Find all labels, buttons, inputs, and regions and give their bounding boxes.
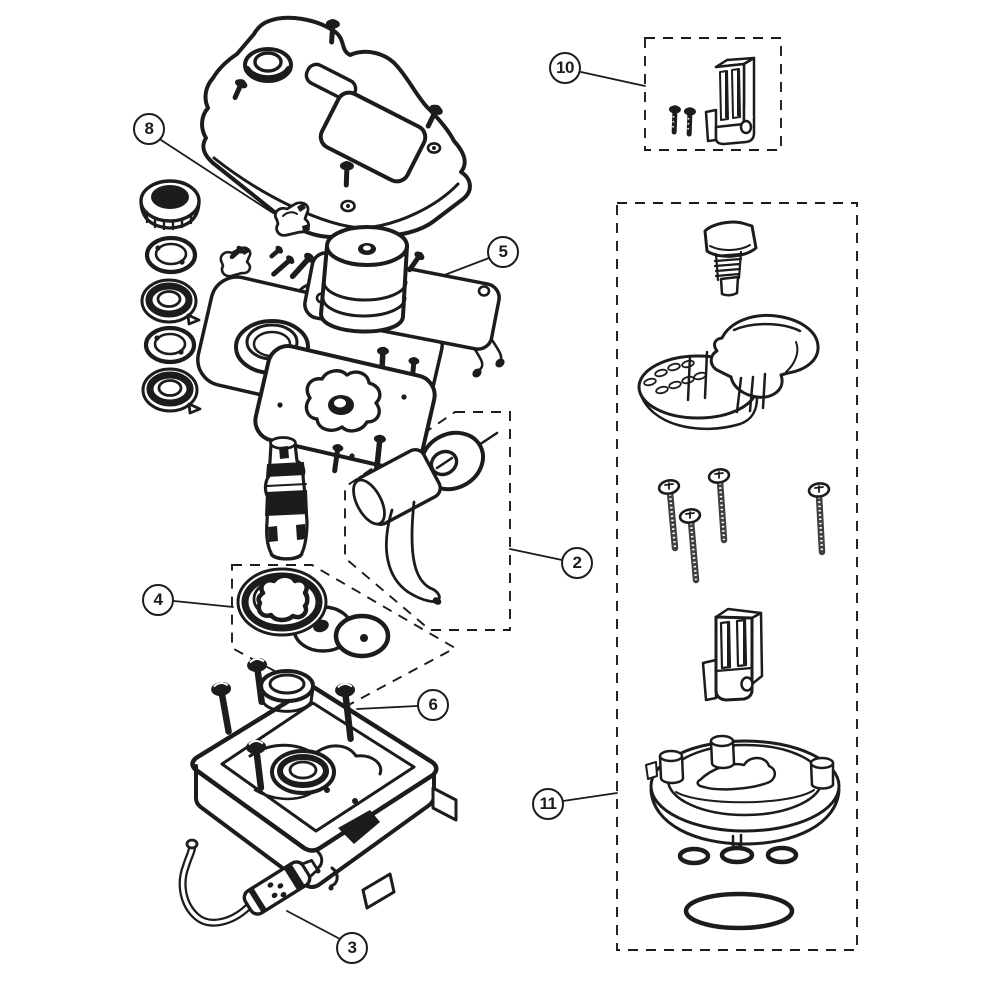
callout-4-label: 4 <box>153 590 163 609</box>
gland-nut <box>139 179 201 231</box>
washer <box>144 235 198 275</box>
callout-6: 6 <box>417 689 449 721</box>
callout-4: 4 <box>142 584 174 616</box>
power-cable <box>178 838 319 927</box>
screw <box>332 444 344 474</box>
machine-screw <box>707 468 731 544</box>
housing-screw <box>246 739 267 792</box>
capacitor-kit <box>352 430 499 605</box>
screw <box>407 251 425 273</box>
leader-lines <box>160 71 646 940</box>
callout-2: 2 <box>561 547 593 579</box>
callout-2-label: 2 <box>572 553 582 572</box>
callout-11: 11 <box>532 788 564 820</box>
cover-corner-hole <box>340 142 442 213</box>
callout-8: 8 <box>133 113 165 145</box>
dashed-box-part4 <box>231 564 457 710</box>
kit-screw <box>668 105 681 135</box>
leader-6 <box>356 705 418 710</box>
leader-3 <box>286 910 341 940</box>
callout-3: 3 <box>336 932 368 964</box>
callout-5: 5 <box>487 236 519 268</box>
rotor-kit <box>236 567 391 659</box>
leader-11 <box>562 792 618 802</box>
roll-pin <box>271 255 295 277</box>
housing-ring-boss <box>270 749 336 795</box>
washer <box>143 325 197 365</box>
callout-8-label: 8 <box>144 119 154 138</box>
housing-screw <box>211 681 232 735</box>
top-cover <box>200 15 472 240</box>
roll-pin <box>269 245 283 259</box>
machine-screw <box>657 479 681 552</box>
callout-3-label: 3 <box>347 938 357 957</box>
callout-6-label: 6 <box>428 695 438 714</box>
o-ring-small <box>765 845 799 865</box>
retainer-clip <box>219 246 252 278</box>
cam-kit-small <box>668 56 756 146</box>
cam-block <box>704 56 756 146</box>
leader-4 <box>173 600 234 608</box>
cover-screw <box>325 19 340 45</box>
seal-grommet <box>140 278 201 326</box>
cover-screw <box>425 104 443 129</box>
cover-recess-large <box>318 90 428 184</box>
dashed-box-part11 <box>616 202 858 951</box>
housing-tab <box>361 872 396 910</box>
o-ring-small <box>719 845 755 865</box>
seal-grommet <box>141 367 202 415</box>
screw <box>373 434 386 471</box>
callout-11-label: 11 <box>539 794 557 813</box>
leader-10 <box>580 71 646 87</box>
lower-housing <box>190 657 458 910</box>
callout-10-label: 10 <box>556 58 574 77</box>
cam-block-large <box>701 607 764 702</box>
machine-screw <box>807 482 831 556</box>
ring-post <box>709 734 736 770</box>
leader-8 <box>160 139 274 214</box>
housing-boss <box>259 669 315 713</box>
kit-screw <box>683 107 696 137</box>
callout-5-label: 5 <box>498 242 508 261</box>
housing-screw-6 <box>335 682 356 743</box>
base-ring <box>645 734 841 849</box>
dashed-box-part10 <box>644 37 782 151</box>
gasket-plate <box>253 344 437 474</box>
timer-kit <box>637 220 841 931</box>
leader-2 <box>509 548 563 561</box>
float-cover <box>637 313 820 431</box>
dashed-box-part2 <box>344 411 511 631</box>
housing-tab <box>431 786 458 822</box>
retainer-clip <box>273 201 310 237</box>
motor-body <box>319 244 409 334</box>
thumb-knob <box>703 220 758 297</box>
machine-screw <box>678 508 702 584</box>
cover-screw <box>339 161 354 188</box>
housing-screw <box>247 657 268 706</box>
ring-post <box>658 749 685 785</box>
o-ring-large <box>683 891 795 931</box>
cable-connector <box>242 859 319 916</box>
callout-10: 10 <box>549 52 581 84</box>
ring-post <box>809 756 835 790</box>
motor-assembly <box>303 225 505 385</box>
roll-pin <box>229 245 244 260</box>
valve-shaft <box>263 436 309 561</box>
o-ring-small <box>677 846 711 866</box>
cover-screw <box>232 79 248 101</box>
